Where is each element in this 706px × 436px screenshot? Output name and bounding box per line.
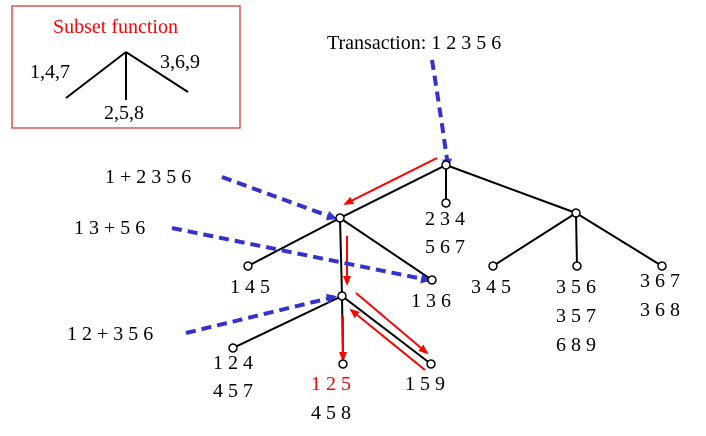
tree-nodes [228,160,667,369]
leaf-node-367 [657,261,667,271]
leaf-136-line1: 1 3 6 [411,290,451,312]
leaf-124-line2: 4 5 7 [213,380,253,402]
prefix-arrows [171,59,452,335]
leaf-node-345 [488,261,498,271]
leaf-labels: 2 3 4 5 6 7 1 4 5 1 3 6 3 4 5 3 5 6 3 5 … [213,208,680,424]
node-3 [571,208,581,218]
leaf-356-line3: 6 8 9 [556,334,596,356]
node-1 [335,213,345,223]
root-node [441,160,451,170]
leaf-node-124 [228,343,238,353]
prefix-label-1: 1 + 2 3 5 6 [105,166,191,188]
legend-middle-label: 2,5,8 [104,102,144,124]
leaf-234-line2: 5 6 7 [425,236,465,258]
node-12 [337,291,347,301]
legend-left-label: 1,4,7 [30,61,70,83]
legend-title: Subset function [53,16,178,38]
tree-edges [232,164,663,365]
leaf-node-145 [243,261,253,271]
leaf-234-line1: 2 3 4 [425,208,465,230]
leaf-node-234 [441,198,451,208]
leaf-145-line1: 1 4 5 [230,276,270,298]
traversal-arrows [339,157,438,371]
leaf-node-125 [338,359,348,369]
leaf-125-line2: 4 5 8 [311,402,351,424]
legend-left-branch-line [65,51,127,99]
subset-function-legend: Subset function 1,4,7 2,5,8 3,6,9 [11,5,241,129]
leaf-125-line1: 1 2 5 [311,373,351,395]
leaf-356-line1: 3 5 6 [556,276,596,298]
blue-arrow-prefix3 [185,293,337,335]
blue-arrow-transaction [430,59,452,169]
transaction-label: Transaction: 1 2 3 5 6 [327,32,501,54]
leaf-159-line1: 1 5 9 [405,373,445,395]
prefix-label-3: 1 2 + 3 5 6 [67,323,153,345]
leaf-124-line1: 1 2 4 [213,352,253,374]
legend-right-branch-line [125,51,189,93]
prefix-label-2: 1 3 + 5 6 [74,217,145,239]
blue-arrow-prefix2 [171,226,431,284]
red-arrow-node12-to-leaf159 [355,292,429,355]
blue-arrow-prefix1 [221,175,337,221]
leaf-356-line2: 3 5 7 [556,305,596,327]
leaf-node-136 [427,275,437,285]
red-arrow-root-to-node1 [343,157,438,205]
leaf-node-356 [572,261,582,271]
leaf-node-159 [426,359,436,369]
legend-right-label: 3,6,9 [160,51,200,73]
leaf-367-line1: 3 6 7 [640,270,680,292]
leaf-345-line1: 3 4 5 [471,276,511,298]
red-arrow-back-to-node12 [349,308,426,371]
leaf-367-line2: 3 6 8 [640,299,680,321]
